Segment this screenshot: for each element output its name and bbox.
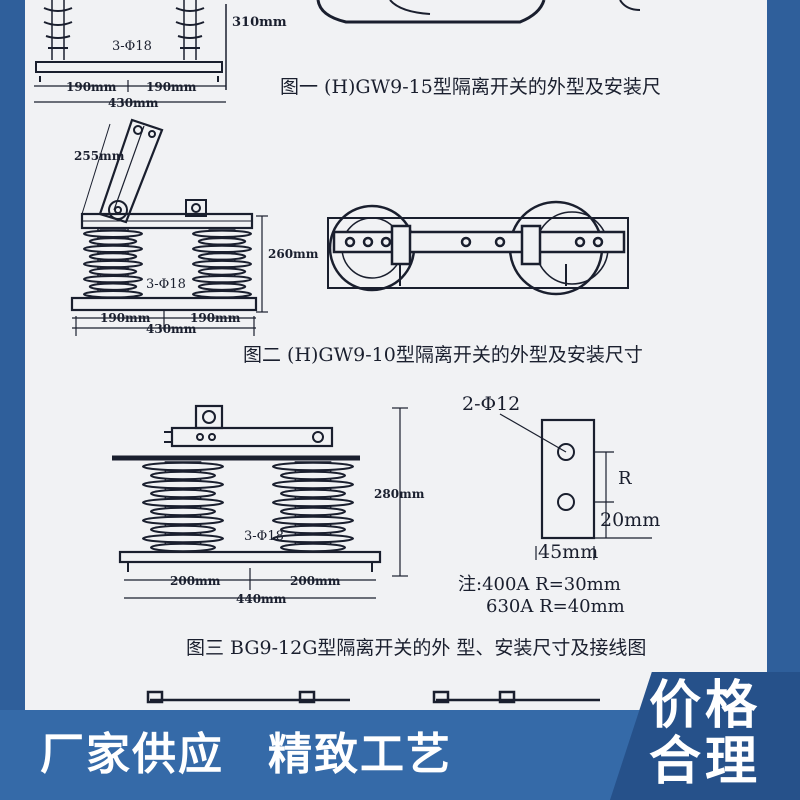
figure3-right-span: 200mm <box>290 574 341 588</box>
insulator-shed <box>272 515 354 526</box>
figure3-caption: 图三 BG9-12G型隔离开关的外 型、安装尺寸及接线图 <box>186 637 646 659</box>
insulator-shed <box>88 282 138 291</box>
figure2-top-view <box>327 200 629 296</box>
insulator-shed <box>280 470 346 481</box>
figure3-total-span: 440mm <box>236 592 287 606</box>
figure3-drawing <box>112 404 408 599</box>
insulator-shed <box>88 267 138 276</box>
terminal-width-label: 45mm <box>538 541 598 563</box>
insulator-shed <box>197 237 247 246</box>
insulator-shed <box>83 259 143 269</box>
insulator-shed <box>272 533 354 544</box>
figure3-holes-label: 3-Φ18 <box>244 529 284 544</box>
figure2-blade-length: 255mm <box>74 149 125 163</box>
figure1-drawing <box>34 0 227 103</box>
insulator-shed <box>142 497 224 508</box>
terminal-note-line2: 630A R=40mm <box>486 596 625 617</box>
slogan-factory-supply: 厂家供应 <box>40 729 224 780</box>
insulator-shed <box>197 267 247 276</box>
insulator-shed <box>280 506 346 517</box>
price-badge-text: 价格 合理 <box>630 678 780 790</box>
figure1-holes-label: 3-Φ18 <box>112 39 152 54</box>
figure2-left-insulator <box>83 229 143 299</box>
insulator-shed <box>197 252 247 261</box>
figure2-right-span: 190mm <box>190 311 241 325</box>
figure1-total-span: 430mm <box>108 96 159 110</box>
figure1-caption: 图一 (H)GW9-15型隔离开关的外型及安装尺 <box>280 76 661 98</box>
figure4-partial <box>146 690 600 704</box>
badge-line-2: 合理 <box>648 732 761 792</box>
insulator-shed <box>272 461 354 472</box>
insulator-shed <box>88 252 138 261</box>
terminal-r-label: R <box>618 468 632 489</box>
insulator-shed <box>280 488 346 499</box>
figure1-height-label: 310mm <box>232 15 287 30</box>
paper-sheet <box>25 0 767 712</box>
insulator-shed <box>280 542 346 553</box>
insulator-shed <box>150 542 216 553</box>
insulator-shed <box>197 282 247 291</box>
insulator-shed <box>88 237 138 246</box>
insulator-shed <box>142 461 224 472</box>
terminal-holes-label: 2-Φ12 <box>462 393 520 415</box>
insulator-shed <box>192 274 252 284</box>
insulator-shed <box>83 274 143 284</box>
figure3-left-span: 200mm <box>170 574 221 588</box>
terminal-depth-label: 20mm <box>600 509 660 531</box>
figure1-top-view <box>316 0 641 24</box>
insulator-shed <box>150 506 216 517</box>
insulator-shed <box>192 259 252 269</box>
banner-slogans: 厂家供应精致工艺 <box>40 718 496 782</box>
insulator-shed <box>83 244 143 254</box>
figure3-left-insulator <box>142 461 224 553</box>
figure3-right-insulator <box>272 461 354 553</box>
insulator-shed <box>150 488 216 499</box>
terminal-drawing <box>499 413 652 560</box>
figure2-base <box>70 215 268 336</box>
figure1-left-span: 190mm <box>66 80 117 94</box>
terminal-note-line1: 注:400A R=30mm <box>458 574 621 595</box>
insulator-shed <box>192 244 252 254</box>
figure1-right-span: 190mm <box>146 80 197 94</box>
figure2-right-insulator <box>192 229 252 299</box>
insulator-shed <box>83 229 143 238</box>
insulator-shed <box>272 497 354 508</box>
figure3-height-label: 280mm <box>374 487 425 501</box>
insulator-shed <box>280 524 346 535</box>
insulator-shed <box>142 533 224 544</box>
figure2-holes-label: 3-Φ18 <box>146 277 186 292</box>
insulator-shed <box>192 229 252 238</box>
insulator-shed <box>272 479 354 490</box>
figure2-height-label: 260mm <box>268 247 319 261</box>
insulator-shed <box>150 470 216 481</box>
insulator-shed <box>150 524 216 535</box>
badge-line-1: 价格 <box>648 676 761 736</box>
slogan-fine-craft: 精致工艺 <box>268 729 452 780</box>
figure2-drawing <box>80 118 254 299</box>
insulator-shed <box>142 515 224 526</box>
figure2-total-span: 430mm <box>146 322 197 336</box>
figure2-left-span: 190mm <box>100 311 151 325</box>
figure2-caption: 图二 (H)GW9-10型隔离开关的外型及安装尺寸 <box>243 344 643 366</box>
insulator-shed <box>142 479 224 490</box>
insulator-shed <box>83 290 143 299</box>
insulator-shed <box>192 290 252 299</box>
